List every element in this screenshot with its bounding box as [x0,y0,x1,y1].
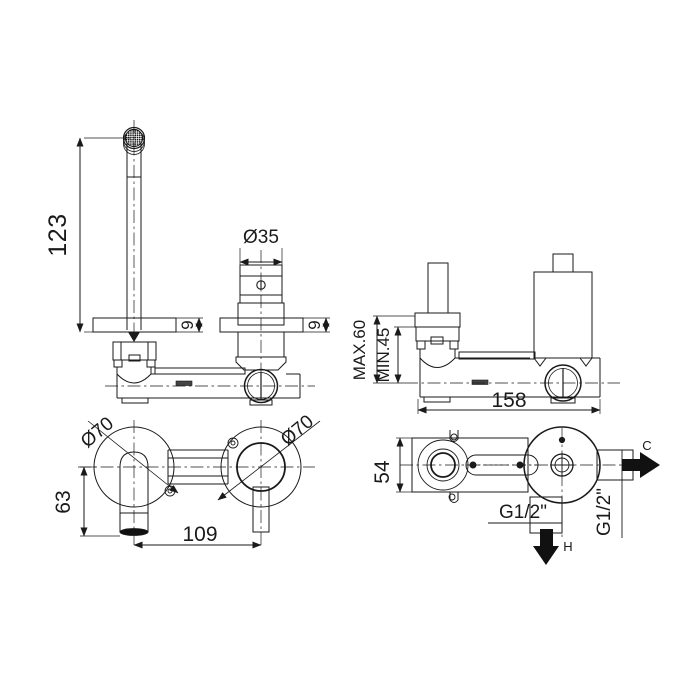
label-plate-9-left: 9 [178,320,197,329]
front-view-handle [219,250,304,400]
label-marker-cold: C [642,438,651,453]
label-marker-hot: H [563,539,572,554]
side-view-dimensions [373,315,601,414]
plan-view-dimensions [80,466,262,549]
roughin-body [411,437,529,493]
label-center-109: 109 [182,523,217,546]
label-plate-9-right: 9 [305,320,324,329]
cold-inlet-arrow [622,452,660,478]
label-min-45: MIN.45 [374,328,393,383]
front-view-body [105,367,315,406]
label-max-60: MAX.60 [350,320,369,380]
front-view-dimensions [76,137,330,333]
label-length-158: 158 [491,389,526,412]
roughin-plan [400,426,645,540]
label-thread-cold: G1/2" [594,488,615,536]
plan-view-front [78,420,321,545]
label-width-54: 54 [371,460,394,484]
label-height-123: 123 [44,213,72,256]
lever-plan [252,486,270,533]
label-thread-hot: G1/2" [499,502,547,523]
flow-arrows [533,452,660,565]
label-projection-63: 63 [52,490,75,513]
hot-inlet-arrow [533,529,559,565]
drawing-geometry [76,120,645,549]
side-view [405,253,620,404]
label-diameter-35: Ø35 [243,227,279,248]
front-view-spout [92,120,177,384]
